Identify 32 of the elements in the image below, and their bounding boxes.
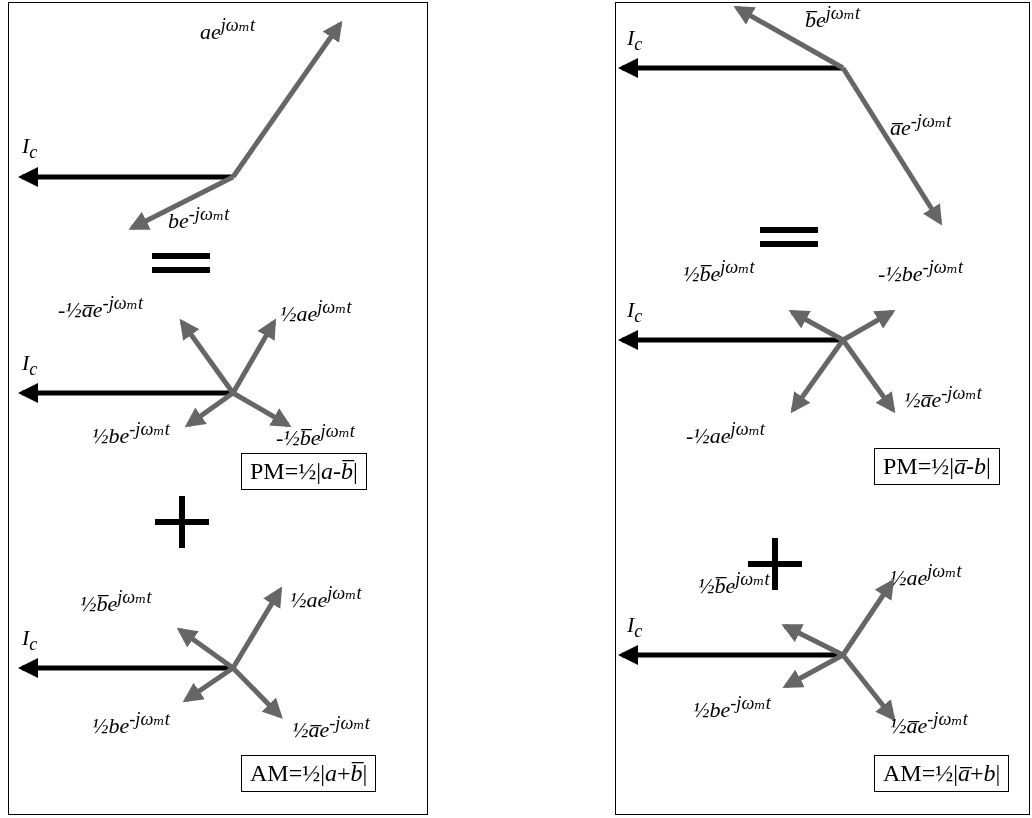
formula-box: PM=½|a̅-b|: [874, 448, 1000, 485]
formula-box: AM=½|a̅+b|: [874, 755, 1010, 792]
current-label: I$_{c}$: [627, 612, 643, 643]
panel-frame: [615, 2, 1030, 815]
phasor-label: ½b̅e$^{jωₘt}$: [80, 586, 152, 618]
phasor-label: ½b̅e$^{jωₘt}$: [683, 256, 755, 288]
phasor-label: ½ae$^{jωₘt}$: [290, 582, 362, 614]
phasor-label: ½be$^{-jωₘt}$: [693, 692, 771, 724]
phasor-label: ½ae$^{jωₘt}$: [890, 560, 962, 592]
phasor-label: -½a̅e$^{-jωₘt}$: [58, 292, 144, 324]
phasor-label: be$^{-jωₘt}$: [168, 203, 230, 235]
phasor-label: a̅e$^{-jωₘt}$: [890, 110, 952, 142]
phasor-label: ½a̅e$^{-jωₘt}$: [904, 382, 982, 414]
current-label: I$_{c}$: [22, 350, 38, 381]
phasor-label: ½a̅e$^{-jωₘt}$: [292, 712, 370, 744]
formula-box: AM=½|a+b̅|: [241, 755, 377, 792]
phasor-label: -½b̅e$^{jωₘt}$: [276, 420, 355, 452]
phasor-label: ae$^{jωₘt}$: [200, 14, 256, 46]
phasor-label: -½be$^{-jωₘt}$: [878, 256, 964, 288]
phasor-label: ½be$^{-jωₘt}$: [92, 418, 170, 450]
current-label: I$_{c}$: [627, 25, 643, 56]
phasor-label: ½b̅e$^{jωₘt}$: [698, 568, 770, 600]
phasor-label: -½ae$^{jωₘt}$: [686, 418, 765, 450]
current-label: I$_{c}$: [22, 133, 38, 164]
phasor-label: ½be$^{-jωₘt}$: [92, 708, 170, 740]
phasor-label: b̅e$^{jωₘt}$: [805, 2, 861, 34]
phasor-label: ½ae$^{jωₘt}$: [280, 296, 352, 328]
phasor-label: ½a̅e$^{-jωₘt}$: [890, 708, 968, 740]
panel-frame: [8, 2, 428, 815]
current-label: I$_{c}$: [627, 297, 643, 328]
current-label: I$_{c}$: [22, 625, 38, 656]
formula-box: PM=½|a-b̅|: [241, 453, 367, 490]
